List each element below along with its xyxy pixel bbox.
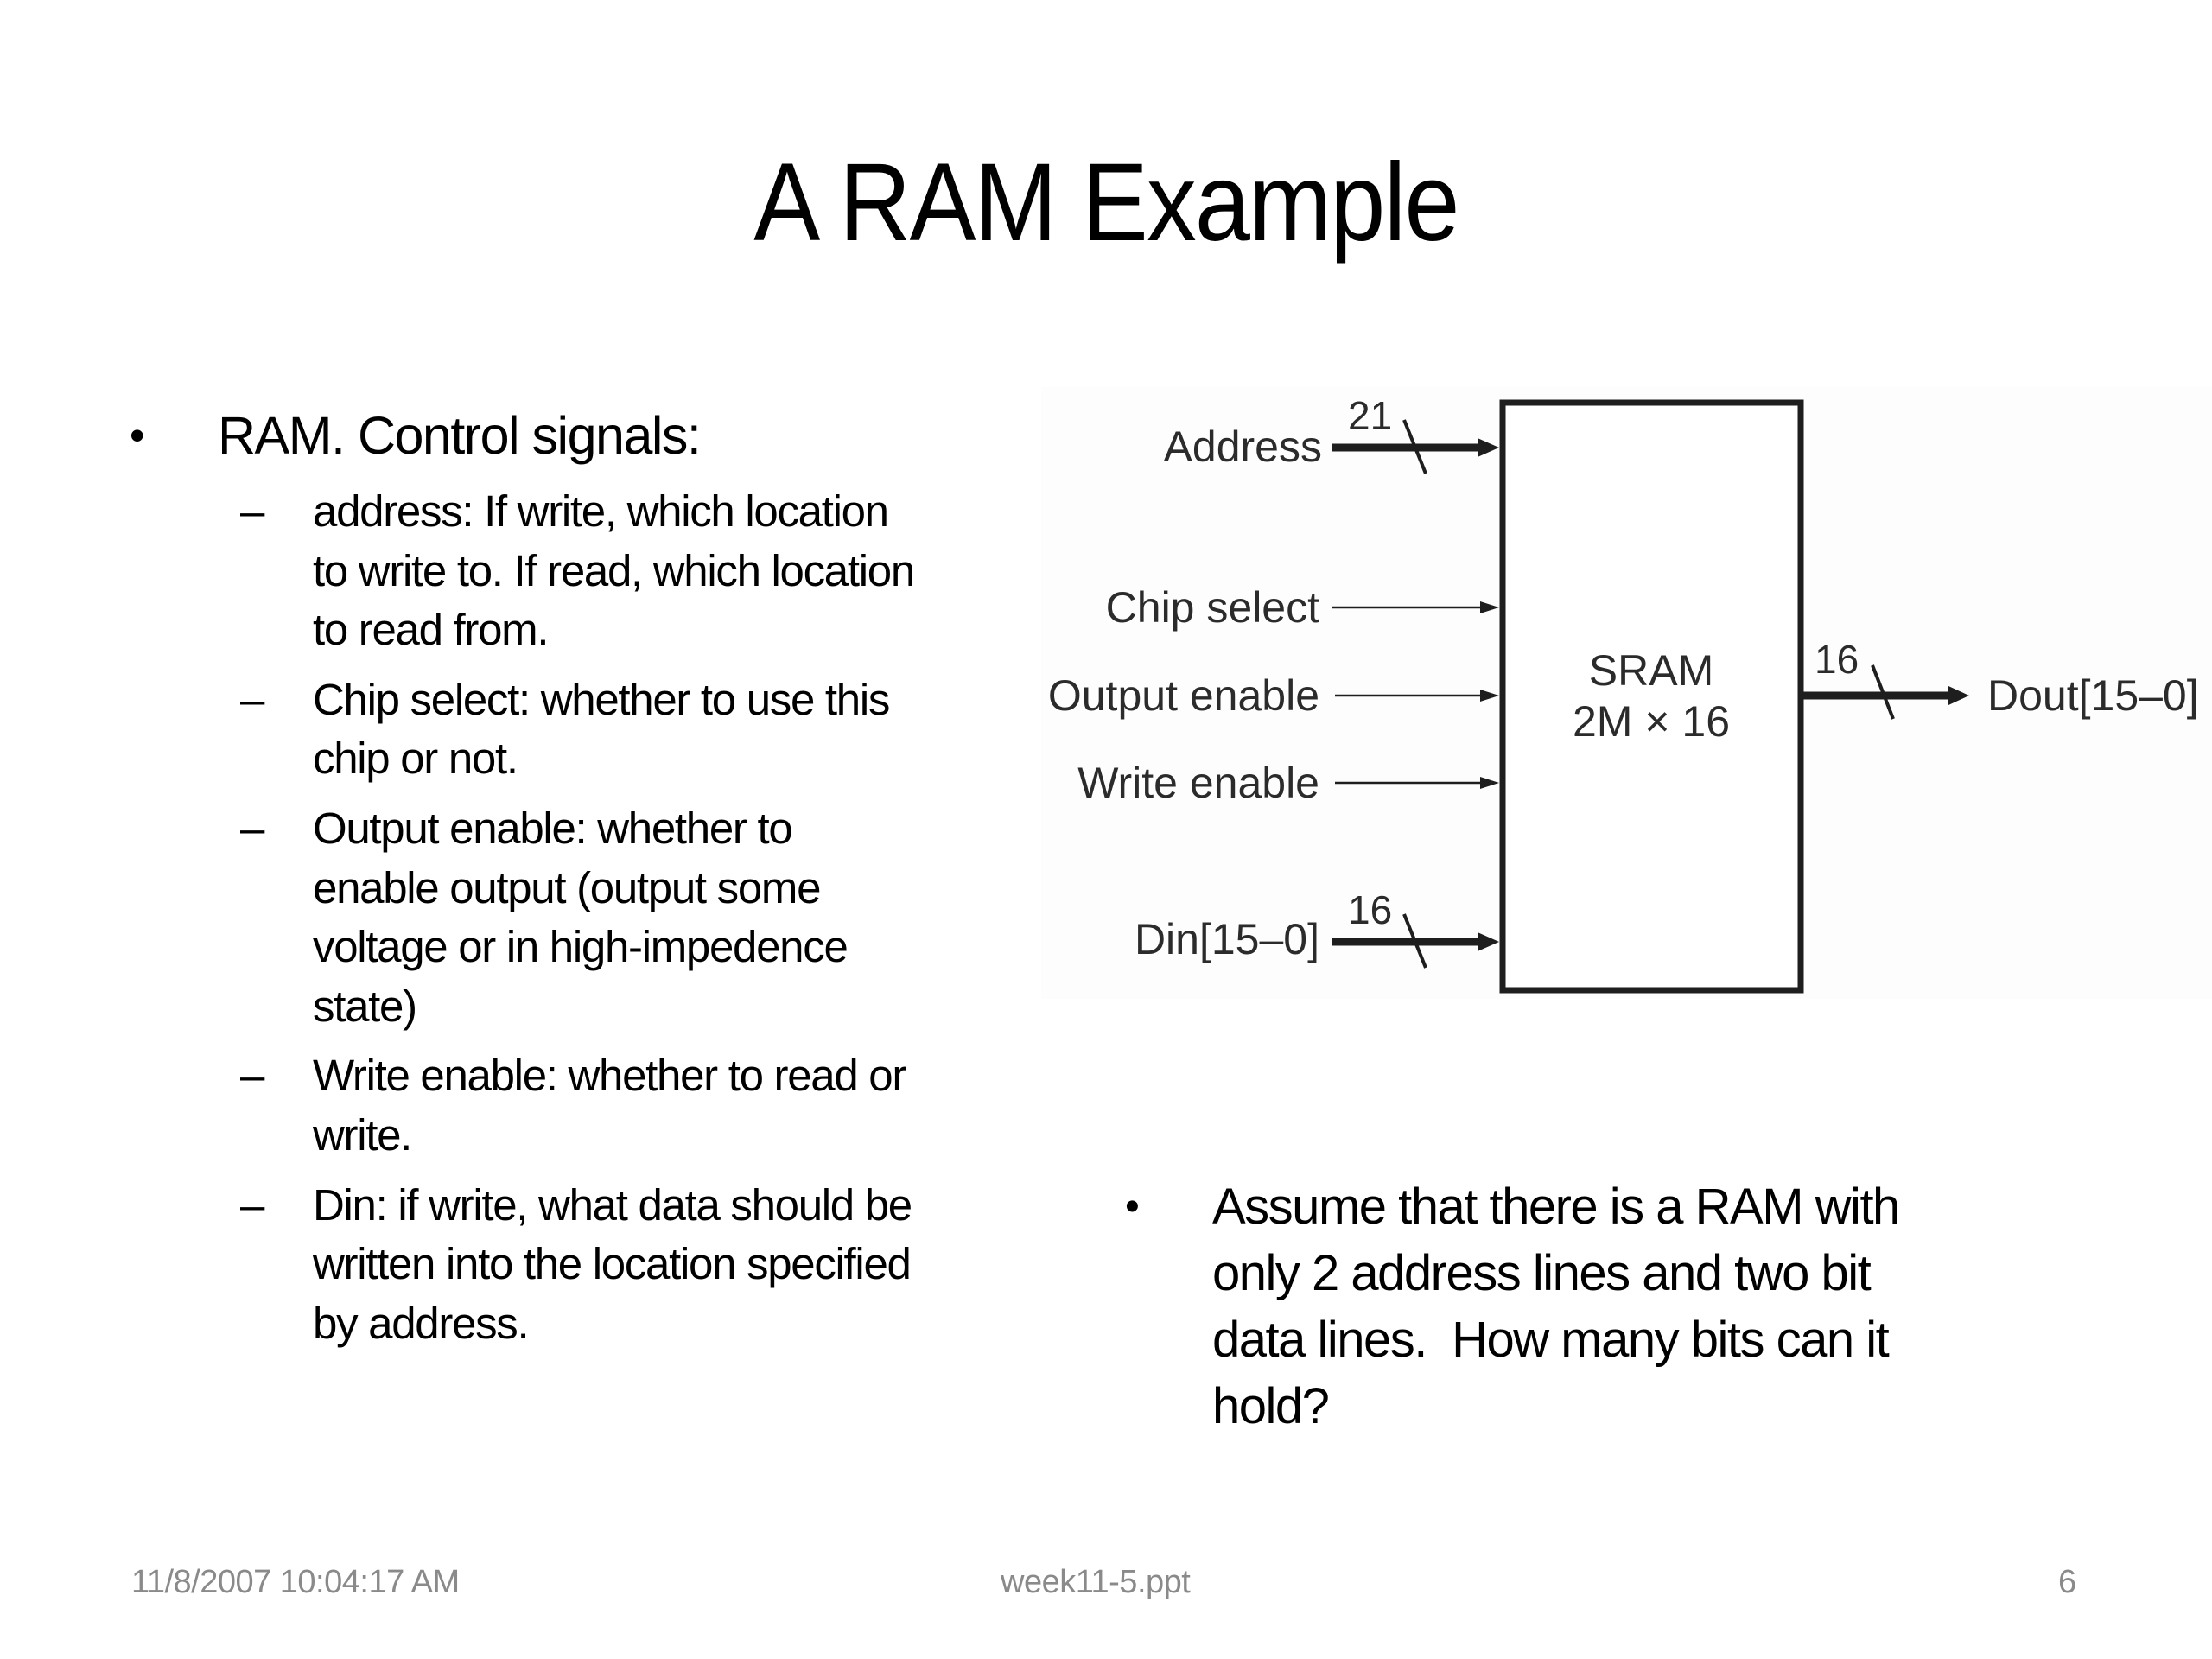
dout-bus-width: 16 [1815, 637, 1859, 682]
sram-diagram-svg: SRAM 2M × 16 Address 21 Chip select Outp… [1048, 393, 2199, 994]
sram-block-name: SRAM [1589, 646, 1713, 695]
sub-item-line: state) [313, 981, 417, 1031]
sub-item-line: to write to. If read, which location [313, 545, 915, 595]
address-arrowhead-icon [1478, 438, 1499, 457]
sub-item-din: – Din: if write, what data should be wri… [130, 1176, 1002, 1354]
din-bus-slash [1402, 913, 1427, 969]
address-label: Address [1164, 423, 1322, 471]
output-enable-label: Output enable [1048, 671, 1319, 720]
sub-item-line: to read from. [313, 605, 550, 655]
question-line: hold? [1212, 1378, 1330, 1434]
sub-item-line: by address. [313, 1298, 530, 1348]
dout-output: 16 Dout[15–0] [1803, 637, 2199, 720]
address-bus-width: 21 [1348, 393, 1392, 438]
question-line: data lines. How many bits can it [1212, 1312, 1890, 1368]
dout-arrowhead-icon [1948, 686, 1969, 705]
footer-date: 11/8/2007 10:04:17 AM [131, 1564, 460, 1600]
sub-item-address: – address: If write, which location to w… [130, 482, 1002, 660]
sub-item-line: write. [313, 1109, 412, 1160]
sub-item-line: voltage or in high-impedence [313, 922, 849, 972]
dash-icon: – [240, 803, 264, 853]
address-input: Address 21 [1164, 393, 1499, 474]
dash-icon: – [240, 674, 264, 724]
sram-block [1499, 399, 1804, 994]
footer-filename: week11-5.ppt [1001, 1564, 1191, 1600]
din-input: Din[15–0] 16 [1135, 887, 1499, 969]
sub-item-line: Write enable: whether to read or [313, 1051, 906, 1101]
dash-icon: – [240, 1051, 264, 1101]
sub-item-output-enable: – Output enable: whether to enable outpu… [130, 799, 1002, 1036]
bullet-item-control-signals: • RAM. Control signals: [130, 399, 1002, 472]
question-line: Assume that there is a RAM with [1212, 1179, 1900, 1235]
control-signals-list: • RAM. Control signals: – address: If wr… [130, 399, 1002, 1363]
sub-item-line: enable output (output some [313, 862, 821, 912]
question-bullet: • Assume that there is a RAM with only 2… [1125, 1173, 1972, 1440]
dout-label: Dout[15–0] [1987, 671, 2199, 720]
sub-item-line: Din: if write, what data should be [313, 1179, 912, 1230]
output-enable-arrowhead-icon [1480, 690, 1499, 702]
din-bus-width: 16 [1348, 887, 1392, 932]
dash-icon: – [240, 1179, 264, 1230]
question-line: only 2 address lines and two bit [1212, 1245, 1872, 1301]
output-enable-input: Output enable [1048, 671, 1499, 720]
sub-item-line: chip or not. [313, 734, 518, 784]
bullet-icon: • [130, 411, 145, 460]
sub-item-write-enable: – Write enable: whether to read or write… [130, 1046, 1002, 1165]
footer-page-number: 6 [2058, 1564, 2076, 1600]
bullet-text: RAM. Control signals: [218, 406, 702, 465]
dout-bus-slash [1871, 664, 1895, 720]
din-label: Din[15–0] [1135, 915, 1319, 963]
sub-item-line: written into the location specified [313, 1239, 912, 1289]
sub-item-line: Chip select: whether to use this [313, 674, 890, 724]
chip-select-label: Chip select [1106, 583, 1319, 632]
write-enable-arrowhead-icon [1480, 777, 1499, 789]
dash-icon: – [240, 486, 264, 536]
din-arrowhead-icon [1478, 932, 1499, 951]
sram-block-size: 2M × 16 [1573, 697, 1730, 746]
write-enable-input: Write enable [1077, 759, 1499, 807]
sub-item-chip-select: – Chip select: whether to use this chip … [130, 671, 1002, 789]
sub-item-line: Output enable: whether to [313, 803, 793, 853]
sram-block-diagram: SRAM 2M × 16 Address 21 Chip select Outp… [1041, 387, 2212, 999]
bullet-icon: • [1125, 1184, 1140, 1230]
chip-select-arrowhead-icon [1480, 601, 1499, 613]
address-bus-slash [1402, 419, 1427, 474]
sub-item-line: address: If write, which location [313, 486, 889, 536]
chip-select-input: Chip select [1106, 583, 1499, 632]
write-enable-label: Write enable [1077, 759, 1319, 807]
slide-title: A RAM Example [753, 141, 1459, 264]
